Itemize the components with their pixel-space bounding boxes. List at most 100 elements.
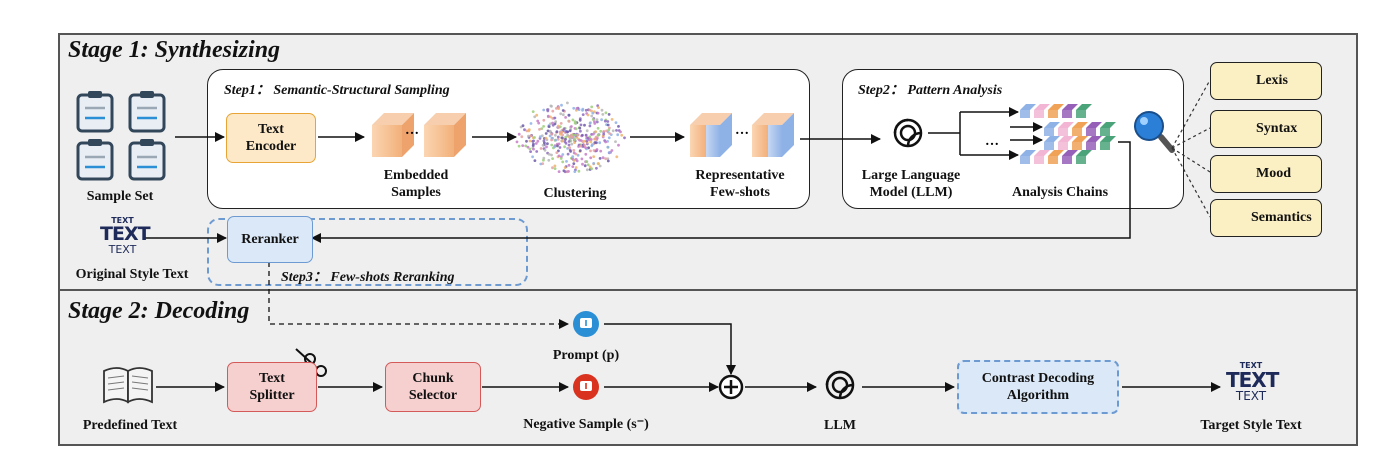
cluster-point	[593, 120, 596, 124]
cluster-point	[542, 108, 546, 112]
embedded-samples-line1: Embedded	[383, 168, 449, 183]
cluster-point	[531, 110, 535, 113]
cluster-point	[532, 142, 535, 146]
cluster-point	[566, 133, 569, 137]
cluster-point	[561, 113, 565, 117]
cluster-point	[526, 145, 530, 149]
cluster-point	[547, 152, 551, 156]
cluster-point	[588, 108, 592, 112]
cluster-point	[592, 162, 596, 165]
cluster-point	[537, 121, 541, 125]
chain-segment-face	[1086, 128, 1096, 136]
clipboard-icon	[76, 93, 166, 181]
cluster-point	[588, 121, 592, 125]
cluster-point	[615, 129, 618, 132]
cluster-point	[606, 120, 610, 123]
cluster-point	[596, 111, 600, 115]
clipboard-clips	[88, 91, 154, 146]
chain-segment-face	[1072, 142, 1082, 150]
feature-syntax-label: Syntax	[1256, 121, 1298, 136]
ellipsis: …	[985, 134, 999, 149]
cluster-point	[546, 109, 550, 113]
step2-box	[842, 69, 1184, 209]
cluster-point	[579, 123, 583, 127]
embedded-samples-line2: Samples	[391, 185, 441, 200]
cluster-point	[567, 120, 571, 123]
cluster-point	[567, 113, 571, 117]
feature-semantics: Semantics	[1210, 199, 1322, 237]
cluster-point	[599, 129, 603, 133]
cluster-point	[531, 155, 534, 159]
cluster-point	[527, 129, 531, 133]
prompt-label: Prompt (p)	[552, 348, 620, 363]
feature-mood: Mood	[1210, 155, 1322, 193]
cluster-point	[548, 129, 552, 133]
cluster-point	[581, 145, 585, 148]
analysis-chain-bars	[1020, 104, 1116, 164]
chain-segment-face	[1086, 142, 1096, 150]
cluster-point	[536, 119, 540, 123]
chunk-selector-line1: Chunk	[412, 371, 454, 386]
cluster-point	[560, 136, 564, 140]
cluster-point	[524, 144, 528, 148]
clustering-label: Clustering	[543, 186, 607, 201]
cluster-point	[579, 144, 582, 148]
cluster-point	[571, 118, 575, 122]
cluster-point	[576, 153, 580, 157]
llm-logo-icon	[825, 370, 855, 400]
cluster-point	[578, 118, 582, 122]
cluster-point	[556, 144, 559, 148]
cluster-point	[556, 137, 560, 141]
clipboard-lines	[85, 106, 157, 169]
original-style-label: Original Style Text	[75, 267, 189, 282]
cluster-point	[576, 133, 580, 137]
chain-segment-face	[1072, 128, 1082, 136]
cluster-point	[547, 125, 551, 128]
cluster-point	[532, 147, 535, 151]
cluster-point	[602, 130, 606, 133]
svg-text:…: …	[405, 123, 419, 138]
chain-segment	[1100, 136, 1116, 142]
cluster-point	[589, 138, 593, 141]
cluster-point	[567, 170, 570, 173]
cluster-point	[573, 170, 577, 174]
cluster-point	[558, 146, 562, 149]
stage2-title: Stage 2: Decoding	[68, 298, 250, 324]
cluster-point	[546, 114, 550, 118]
cluster-point	[571, 165, 575, 169]
cluster-point	[564, 137, 567, 141]
contrast-line1: Contrast Decoding	[981, 371, 1095, 386]
cluster-point	[556, 135, 560, 139]
cluster-point	[536, 139, 540, 143]
cluster-point	[603, 119, 607, 123]
cluster-point	[557, 170, 561, 174]
cluster-point	[559, 132, 562, 136]
cluster-point	[540, 127, 544, 130]
cluster-point	[554, 120, 558, 124]
cluster-point	[588, 124, 592, 128]
cluster-point	[528, 139, 532, 143]
chain-segment	[1062, 104, 1078, 110]
cluster-point	[553, 116, 557, 120]
cluster-point	[557, 106, 560, 109]
cluster-point	[590, 143, 594, 147]
cluster-point	[564, 116, 567, 119]
cluster-point	[590, 114, 594, 118]
cluster-point	[591, 118, 595, 121]
cluster-point	[521, 124, 525, 128]
cluster-point	[581, 162, 584, 166]
cluster-point	[581, 133, 584, 137]
cluster-point	[554, 133, 557, 137]
cluster-point	[555, 151, 559, 155]
cluster-point	[580, 157, 584, 161]
cluster-point	[581, 113, 585, 116]
cluster-point	[602, 132, 606, 136]
clustering-scatter	[515, 101, 626, 174]
cluster-point	[617, 125, 620, 128]
cluster-point	[559, 157, 563, 160]
prompt-icon	[573, 311, 599, 337]
cluster-point	[593, 137, 596, 141]
chain-segment-face	[1058, 142, 1068, 150]
